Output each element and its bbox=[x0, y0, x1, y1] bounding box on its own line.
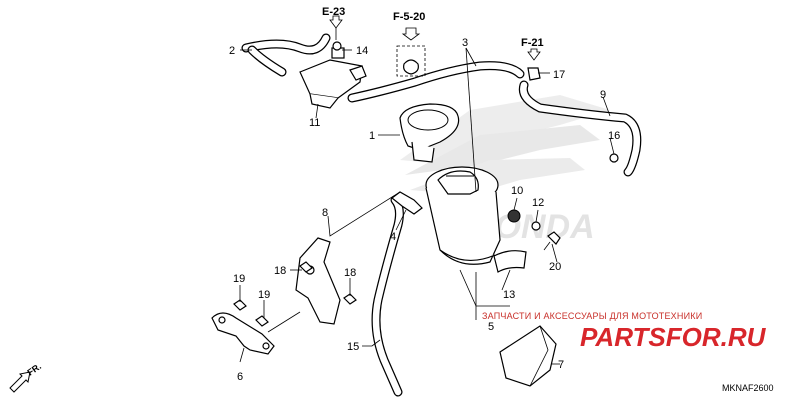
bolt-18b bbox=[343, 293, 357, 305]
label-part-11: 11 bbox=[309, 117, 320, 129]
label-part-9: 9 bbox=[600, 89, 606, 101]
canister-5 bbox=[425, 166, 501, 265]
label-part-20: 20 bbox=[549, 261, 561, 273]
label-part-10: 10 bbox=[511, 185, 523, 197]
hose-3 bbox=[347, 61, 525, 103]
label-part-3: 3 bbox=[462, 37, 468, 49]
label-part-5: 5 bbox=[488, 321, 494, 333]
watermark-text: ЗАПЧАСТИ И АКСЕССУАРЫ ДЛЯ МОТОТЕХНИКИ bbox=[482, 311, 702, 321]
clamp-16 bbox=[609, 153, 619, 163]
ref-e-23: E-23 bbox=[322, 6, 345, 18]
gasket-13 bbox=[493, 250, 527, 273]
front-direction-arrow: FR. bbox=[9, 361, 43, 393]
leader-lines bbox=[239, 25, 615, 365]
label-part-18a: 18 bbox=[274, 265, 286, 277]
label-part-12: 12 bbox=[532, 197, 544, 209]
hose-9 bbox=[518, 80, 642, 177]
label-part-18b: 18 bbox=[344, 267, 356, 279]
watermark-logo: PARTSFOR.RU bbox=[580, 322, 767, 352]
valve-assembly-11 bbox=[299, 41, 367, 109]
label-part-8: 8 bbox=[322, 207, 328, 219]
ref-f-21-arrow bbox=[527, 48, 541, 61]
bolt-20 bbox=[543, 231, 561, 251]
label-part-19a: 19 bbox=[233, 273, 245, 285]
washer-12 bbox=[531, 221, 541, 231]
label-part-13: 13 bbox=[503, 289, 515, 301]
bracket-6 bbox=[211, 312, 275, 355]
label-part-4: 4 bbox=[390, 231, 396, 243]
clamp-17 bbox=[527, 67, 541, 81]
clip-reference-f-5-20 bbox=[396, 27, 426, 77]
bolt-18a bbox=[299, 261, 313, 273]
grommet-10 bbox=[507, 209, 521, 223]
ref-f-5-20: F-5-20 bbox=[393, 11, 425, 23]
label-part-2: 2 bbox=[229, 45, 235, 57]
hose-15 bbox=[371, 195, 404, 397]
cover-7 bbox=[499, 325, 557, 387]
ref-f-21: F-21 bbox=[521, 37, 544, 49]
label-part-6: 6 bbox=[237, 371, 243, 383]
label-part-14: 14 bbox=[356, 45, 368, 57]
bolt-19a bbox=[233, 299, 247, 311]
ref-e-23-arrow bbox=[329, 15, 343, 29]
bolt-19b bbox=[255, 315, 269, 327]
label-part-1: 1 bbox=[369, 130, 375, 142]
bracket-1 bbox=[399, 103, 460, 163]
hose-2 bbox=[241, 33, 331, 77]
label-part-7: 7 bbox=[558, 359, 564, 371]
label-part-15: 15 bbox=[347, 341, 359, 353]
label-part-16: 16 bbox=[608, 130, 620, 142]
diagram-code: MKNAF2600 bbox=[722, 383, 774, 393]
label-part-19b: 19 bbox=[258, 289, 270, 301]
bracket-8 bbox=[295, 237, 341, 325]
label-part-17: 17 bbox=[553, 69, 565, 81]
